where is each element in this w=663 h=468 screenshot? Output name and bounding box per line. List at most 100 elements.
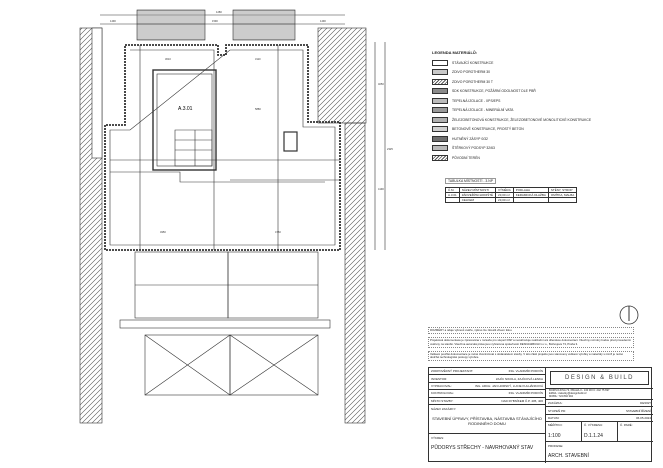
titleblock-field: STUPEŇ PD: STAVEBNÍ ŘÍZENÍ	[546, 407, 653, 415]
row-value: ING. ARCH. JAN HORSKÝ, LUCIE KULHÁNKOVÁ	[474, 383, 543, 388]
dim-right: 2325	[387, 147, 393, 151]
table-cell: ZÁDVEŘÍ/SCHODIŠTĚ	[458, 192, 497, 198]
legend-swatch	[432, 59, 448, 66]
note: Veškeré použité dokumentace je nutné zko…	[428, 350, 634, 362]
dim-inner: 4750	[275, 230, 281, 234]
legend-label: ŠTĚRKOVÝ PODSYP 32/63	[452, 146, 495, 151]
titleblock-field: DATUM: 06.05.2024	[546, 415, 653, 423]
room-table-title: TABULKA MÍSTNOSTÍ - 3.NP	[445, 178, 496, 184]
row-value: ZAJÍC NIKOLA, ZAJÍCOVÁ LENKA	[495, 376, 543, 381]
roof-floor-plan: A.3.01 1280 1490 1590 1490 4050 4190 232…	[79, 9, 393, 424]
legend-item: ŽELEZOBETONOVÁ KONSTRUKCE, ŽELEZOBETONOV…	[432, 115, 591, 125]
titleblock-field: ZAKÁZKA: DESWT	[546, 400, 653, 408]
legend-label: SDK KONSTRUKCE, POŽÁRNÍ ODOLNOST DLE PBŘ	[452, 89, 536, 94]
table-cell: CELKEM	[458, 197, 497, 203]
table-cell: STĚNY, STROP	[547, 187, 578, 193]
north-arrow-icon	[619, 305, 639, 325]
legend-item: ZDIVO POROTHERM 30	[432, 68, 582, 78]
legend-swatch	[432, 116, 448, 123]
pare-cell: Č. PARÉ:	[618, 422, 653, 441]
skylight	[283, 131, 298, 152]
dim-right: 4050	[378, 82, 384, 86]
field-value: STAVEBNÍ ŘÍZENÍ	[625, 408, 651, 413]
legend-item: ZDIVO POROTHERM 30 T	[432, 77, 582, 87]
field-label: DATUM:	[548, 415, 560, 420]
legend-label: HUTNĚNÝ ZÁSYP 0/32	[452, 136, 488, 141]
legend-item: SDK KONSTRUKCE, POŽÁRNÍ ODOLNOST DLE PBŘ	[432, 87, 582, 97]
project-name: STAVEBNÍ ÚPRAVY, PŘÍSTAVBA, NÁSTAVBA STÁ…	[432, 415, 542, 426]
profession-cell: PROFESE: ARCH. STAVEBNÍ	[546, 442, 653, 462]
legend-item: PŮVODNÍ TERÉN	[432, 153, 582, 163]
field-label: STUPEŇ PD:	[548, 408, 567, 413]
legend-item: TEPELNÁ IZOLACE - MINERÁLNÍ VATA	[432, 106, 582, 116]
legend-item: ŠTĚRKOVÝ PODSYP 32/63	[432, 144, 582, 154]
legend-item: TEPELNÁ IZOLACE - XPS/EPS	[432, 96, 582, 106]
legend-swatch	[432, 97, 448, 104]
lower-panel-right	[229, 334, 319, 396]
field-value: 06.05.2024	[635, 415, 651, 420]
roof-outline	[104, 44, 341, 251]
legend-swatch	[432, 126, 448, 133]
row-value: NAD RYBNÍKEM Č.P. 405, 406	[501, 398, 543, 403]
field-label: ZAKÁZKA:	[548, 401, 563, 406]
phone: MOBIL: 724 892 394	[549, 395, 573, 398]
dim-inner: 3010	[165, 57, 171, 61]
row-label: KONTROLOVAL:	[431, 391, 455, 396]
row-label: MÍSTO STAVBY:	[431, 398, 454, 403]
room-table: TABULKA MÍSTNOSTÍ - 3.NP Č.M.NÁZEV MÍSTN…	[445, 169, 578, 203]
legend-swatch	[432, 154, 448, 161]
scale-label: MĚŘÍTKO:	[548, 423, 563, 428]
drawing-name: PŮDORYS STŘECHY - NAVRHOVANÝ STAV	[431, 444, 534, 451]
titleblock-row: MÍSTO STAVBY: NAD RYBNÍKEM Č.P. 405, 406	[429, 398, 545, 405]
email: EMAIL: zakazky@designbuild.cz	[549, 392, 587, 395]
scale-value: 1:100	[548, 433, 561, 440]
legend-item: HUTNĚNÝ ZÁSYP 0/32	[432, 134, 582, 144]
legend-item: STÁVAJÍCÍ KONSTRUKCE	[432, 58, 582, 68]
legend-label: STÁVAJÍCÍ KONSTRUKCE	[452, 60, 494, 65]
field-value: DESWT	[640, 401, 651, 406]
project-label: NÁZEV ZAKÁZKY:	[431, 406, 457, 411]
company-logo: DESIGN & BUILD	[550, 371, 649, 385]
dim-inner: 4950	[160, 230, 166, 234]
dim-top: 1490	[110, 19, 116, 23]
table-cell: VÝMĚRA	[495, 187, 514, 193]
drawing-notes: ROZMĚRY a údaje výkresů ověřte, výkres l…	[428, 327, 634, 364]
titleblock-row: VYPRACOVAL: ING. ARCH. JAN HORSKÝ, LUCIE …	[429, 383, 545, 391]
row-label: VYPRACOVAL:	[431, 383, 452, 388]
titleblock-row: ZODPOVĚDNÝ PROJEKTANT:ING. VLADIMÍR PODI…	[429, 368, 545, 376]
legend-swatch	[432, 107, 448, 114]
pare-label: Č. PARÉ:	[620, 423, 633, 428]
drawing-label: VÝKRES:	[431, 435, 445, 440]
legend-label: TEPELNÁ IZOLACE - MINERÁLNÍ VATA	[452, 108, 514, 113]
table-cell: KERAMICKÁ DLAŽBA	[512, 192, 549, 198]
note: ROZMĚRY a údaje výkresů ověřte, výkres l…	[428, 327, 634, 335]
drawing-number: D.1.1.24	[584, 433, 603, 440]
legend-swatch	[432, 69, 448, 76]
profession-label: PROFESE:	[548, 444, 564, 449]
scale-cell: MĚŘÍTKO: 1:100	[546, 422, 582, 442]
dim-top: 1590	[212, 19, 218, 23]
row-label: INVESTOR:	[431, 376, 448, 381]
materials-legend: LEGENDA MATERIÁLŮ: STÁVAJÍCÍ KONSTRUKCE Z…	[432, 50, 591, 163]
company-address: BOŘIVOJOVA 73, PRAHA 3 - 130 00 IČ: 242 …	[546, 388, 653, 400]
legend-item: BETONOVÉ KONSTRUKCE, PROSTÝ BETON	[432, 125, 582, 135]
legend-swatch	[432, 145, 448, 152]
titleblock-row: INVESTOR: ZAJÍC NIKOLA, ZAJÍCOVÁ LENKA	[429, 375, 545, 383]
title-block: ZODPOVĚDNÝ PROJEKTANT: ING. VLADIMÍR PODI…	[428, 367, 653, 463]
dim-inner: 3110	[255, 57, 261, 61]
titleblock-row: KONTROLOVAL: ING. VLADIMÍR PODIVÍN	[429, 390, 545, 398]
row-value: ING. VLADIMÍR PODIVÍN	[508, 391, 543, 396]
project-name-cell: NÁZEV ZAKÁZKY: STAVEBNÍ ÚPRAVY, PŘÍSTAVB…	[429, 405, 545, 434]
drawing-number-cell: Č. VÝKRESU:D.1.1.24	[582, 422, 618, 442]
row-label: ZODPOVĚDNÝ PROJEKTANT:	[431, 369, 473, 374]
table-cell	[547, 197, 578, 203]
hatched-strip-right-lower	[344, 122, 366, 424]
table-cell: 23,00 m²	[495, 197, 514, 203]
dim-top: 1490	[320, 19, 326, 23]
drawing-name-cell: VÝKRES: PŮDORYS STŘECHY - NAVRHOVANÝ STA…	[429, 434, 545, 454]
legend-label: PŮVODNÍ TERÉN	[452, 155, 480, 160]
legend-label: ZDIVO POROTHERM 30	[452, 70, 491, 75]
legend-label: ŽELEZOBETONOVÁ KONSTRUKCE, ŽELEZOBETONOV…	[452, 117, 592, 122]
legend-title: LEGENDA MATERIÁLŮ:	[432, 50, 478, 55]
